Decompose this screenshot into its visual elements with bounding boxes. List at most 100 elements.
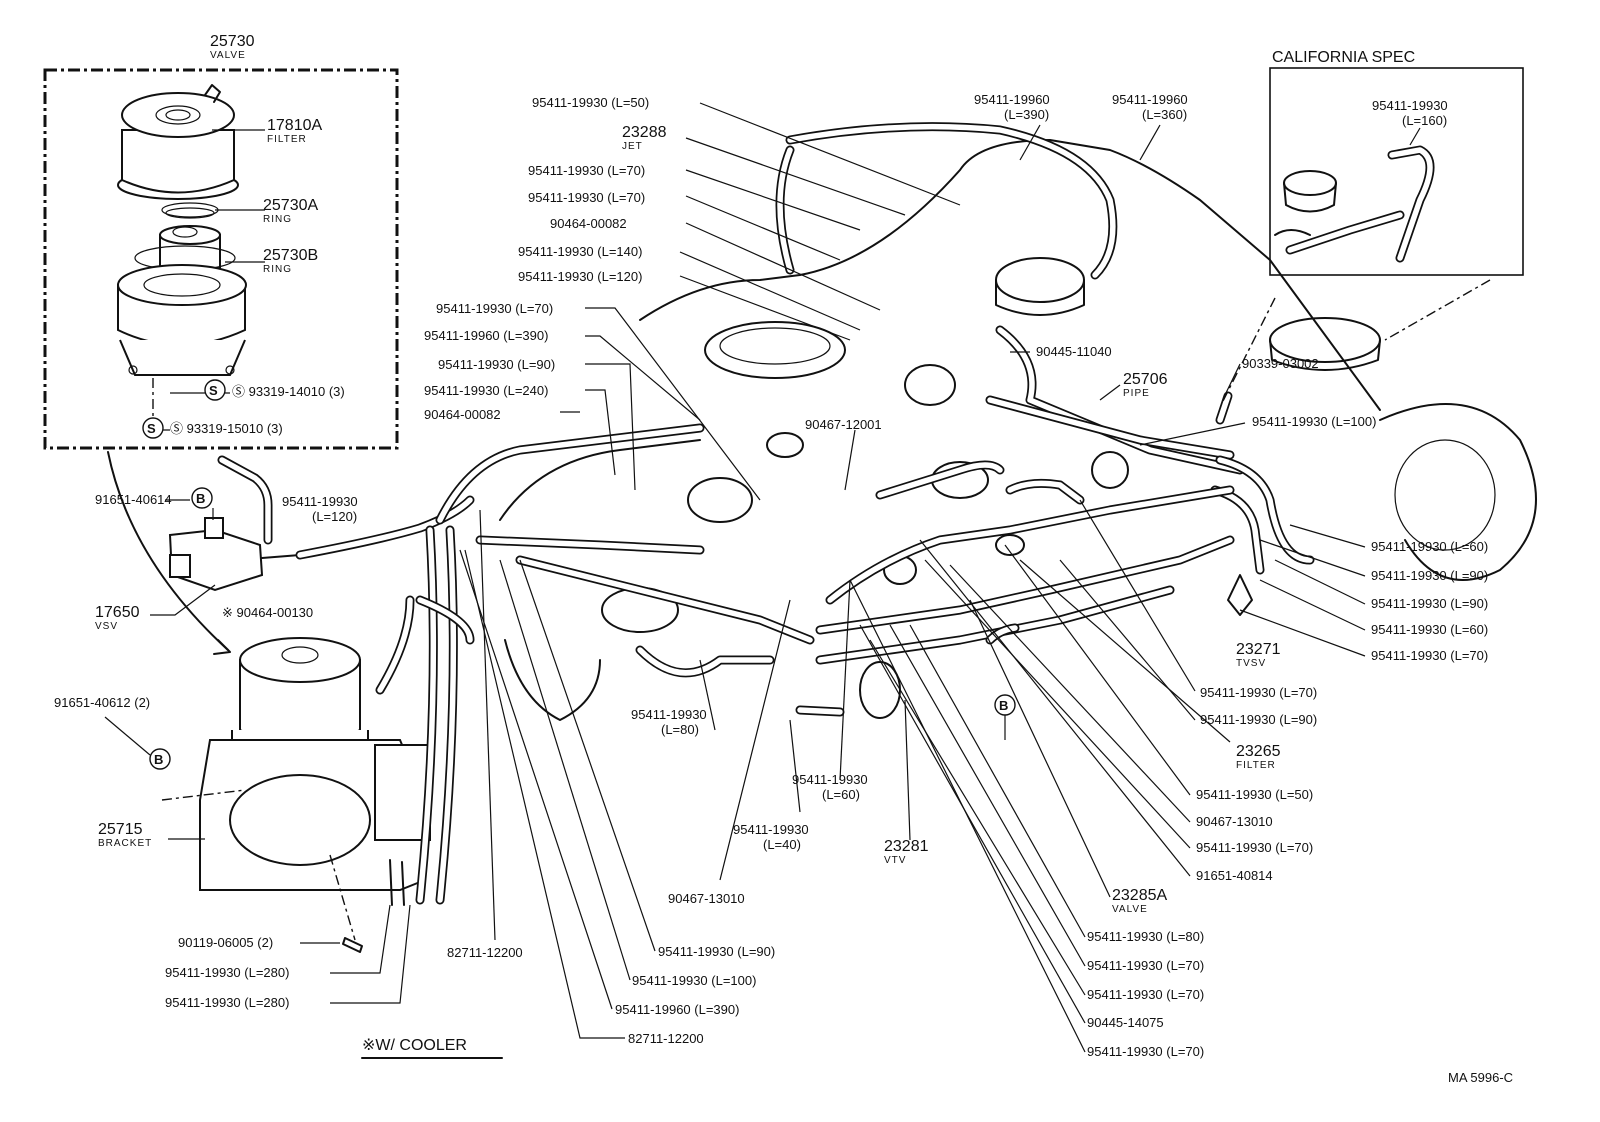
svg-text:S: S — [147, 421, 156, 436]
callout-part-number: 95411-19930 (L=70) — [1200, 685, 1317, 700]
callout-part-number: 95411-19930 (L=70) — [436, 301, 553, 316]
callout-part-number: 95411-19930 — [792, 772, 868, 787]
bracket-drawing — [161, 739, 431, 953]
callout-part-name: (L=80) — [661, 722, 699, 737]
callout-part-number: 25706 — [1123, 371, 1168, 388]
callout-part-number: 95411-19930 (L=280) — [165, 995, 289, 1010]
callout-part-number: 95411-19930 — [631, 707, 707, 722]
callout-part-number: 25730B — [263, 247, 318, 264]
callout-part-number: 90467-13010 — [668, 891, 745, 906]
valve-base-drawing — [117, 264, 247, 376]
callout-part-name: (L=120) — [312, 509, 357, 524]
callout-part-number: 95411-19930 (L=60) — [1371, 622, 1488, 637]
callout-part-number: 95411-19930 (L=70) — [1087, 987, 1204, 1002]
callout-part-name: JET — [622, 141, 643, 152]
callout-part-number: Ⓢ 93319-15010 (3) — [170, 421, 283, 436]
assembly-arrow-head — [213, 639, 231, 655]
symbol-s-2 — [142, 417, 164, 439]
callout-part-number: 95411-19930 (L=70) — [1087, 1044, 1204, 1059]
filter-cap-drawing — [117, 84, 239, 200]
callout-part-number: 91651-40814 — [1196, 868, 1273, 883]
callout-part-number: 95411-19930 (L=50) — [532, 95, 649, 110]
callout-part-number: 90464-00082 — [424, 407, 501, 422]
callout-part-name: BRACKET — [98, 838, 152, 849]
callout-part-number: 95411-19930 (L=280) — [165, 965, 289, 980]
callout-part-name: RING — [263, 214, 292, 225]
callout-part-number: 25730 — [210, 33, 255, 50]
callout-part-number: 23271 — [1236, 641, 1281, 658]
callout-part-name: (L=360) — [1142, 107, 1187, 122]
callout-part-number: 91651-40614 — [95, 492, 172, 507]
callout-part-number: 95411-19930 (L=240) — [424, 383, 548, 398]
callout-part-number: 95411-19930 (L=100) — [632, 973, 756, 988]
inset-title: CALIFORNIA SPEC — [1272, 49, 1415, 66]
vsv-drawing — [168, 455, 301, 592]
leader-lines — [104, 102, 1421, 1053]
callout-part-number: 90445-11040 — [1036, 344, 1112, 359]
callout-part-number: 82711-12200 — [447, 945, 523, 960]
callout-part-number: 95411-19930 (L=50) — [1196, 787, 1313, 802]
callout-part-number: 90339-03002 — [1242, 356, 1319, 371]
callout-part-name: TVSV — [1236, 658, 1266, 669]
callout-part-number: 23285A — [1112, 887, 1167, 904]
callout-part-number: 90445-14075 — [1087, 1015, 1164, 1030]
symbol-s-1 — [204, 379, 226, 401]
callout-part-name: FILTER — [1236, 760, 1276, 771]
california-spec-inset — [1269, 67, 1524, 276]
callout-part-number: 95411-19930 (L=90) — [1200, 712, 1317, 727]
callout-part-name: VALVE — [1112, 904, 1148, 915]
symbol-b-2 — [149, 748, 171, 770]
callout-part-name: VALVE — [210, 50, 246, 61]
callout-part-name: (L=390) — [1004, 107, 1049, 122]
callout-part-number: 82711-12200 — [628, 1031, 704, 1046]
callout-part-number: 95411-19930 (L=70) — [528, 190, 645, 205]
callout-part-number: 90467-13010 — [1196, 814, 1273, 829]
symbol-markers: S S B B B — [142, 379, 1016, 770]
footnote-with-cooler: ※W/ COOLER — [362, 1037, 467, 1054]
callout-part-number: 95411-19930 (L=90) — [438, 357, 555, 372]
callout-part-number: 95411-19930 (L=80) — [1087, 929, 1204, 944]
callout-part-number: 95411-19930 (L=90) — [1371, 568, 1488, 583]
callout-part-number: 95411-19930 (L=100) — [1252, 414, 1376, 429]
ring-a-drawing — [161, 202, 219, 219]
callout-part-name: VTV — [884, 855, 906, 866]
california-spec-drawing — [1274, 145, 1435, 263]
callout-part-name: FILTER — [267, 134, 307, 145]
callout-part-number: 17810A — [267, 117, 322, 134]
callout-part-number: 90467-12001 — [805, 417, 882, 432]
callout-part-number: 95411-19930 (L=140) — [518, 244, 642, 259]
svg-text:B: B — [196, 491, 205, 506]
callout-part-number: 95411-19930 (L=90) — [658, 944, 775, 959]
callout-part-number: 90464-00082 — [550, 216, 627, 231]
callout-part-number: 95411-19930 (L=60) — [1371, 539, 1488, 554]
symbol-b-3 — [994, 694, 1016, 716]
callout-part-number: 95411-19930 (L=90) — [1371, 596, 1488, 611]
callout-part-number: 95411-19930 (L=70) — [528, 163, 645, 178]
callout-part-number: 95411-19960 — [974, 92, 1050, 107]
hose-bundle-drawing — [375, 122, 1315, 905]
callout-part-number: 95411-19930 (L=70) — [1196, 840, 1313, 855]
callout-part-name: RING — [263, 264, 292, 275]
callout-part-name: PIPE — [1123, 388, 1150, 399]
callout-part-number: 25715 — [98, 821, 143, 838]
callout-part-number: 95411-19930 — [282, 494, 358, 509]
callout-part-number: 91651-40612 (2) — [54, 695, 150, 710]
callout-part-number: 95411-19930 (L=70) — [1371, 648, 1488, 663]
callout-part-number: 95411-19960 — [1112, 92, 1188, 107]
callout-part-number: 23288 — [622, 124, 667, 141]
drawing-code: MA 5996-C — [1448, 1070, 1513, 1085]
callout-part-name: (L=40) — [763, 837, 801, 852]
callout-part-number: 95411-19930 (L=70) — [1087, 958, 1204, 973]
callout-part-number: 95411-19930 (L=120) — [518, 269, 642, 284]
inset-leader-dashed — [1221, 297, 1276, 404]
callout-labels: 25730VALVE17810AFILTER25730ARING25730BRI… — [54, 33, 1488, 1059]
callout-part-number: ※ 90464-00130 — [222, 605, 313, 620]
callout-part-number: 25730A — [263, 197, 318, 214]
assembly-arrow — [107, 451, 229, 651]
callout-part-number: Ⓢ 93319-14010 (3) — [232, 384, 345, 399]
callout-part-number: 23281 — [884, 838, 929, 855]
callout-part-number: 95411-19930 — [733, 822, 809, 837]
callout-part-number: 95411-19960 (L=390) — [424, 328, 548, 343]
